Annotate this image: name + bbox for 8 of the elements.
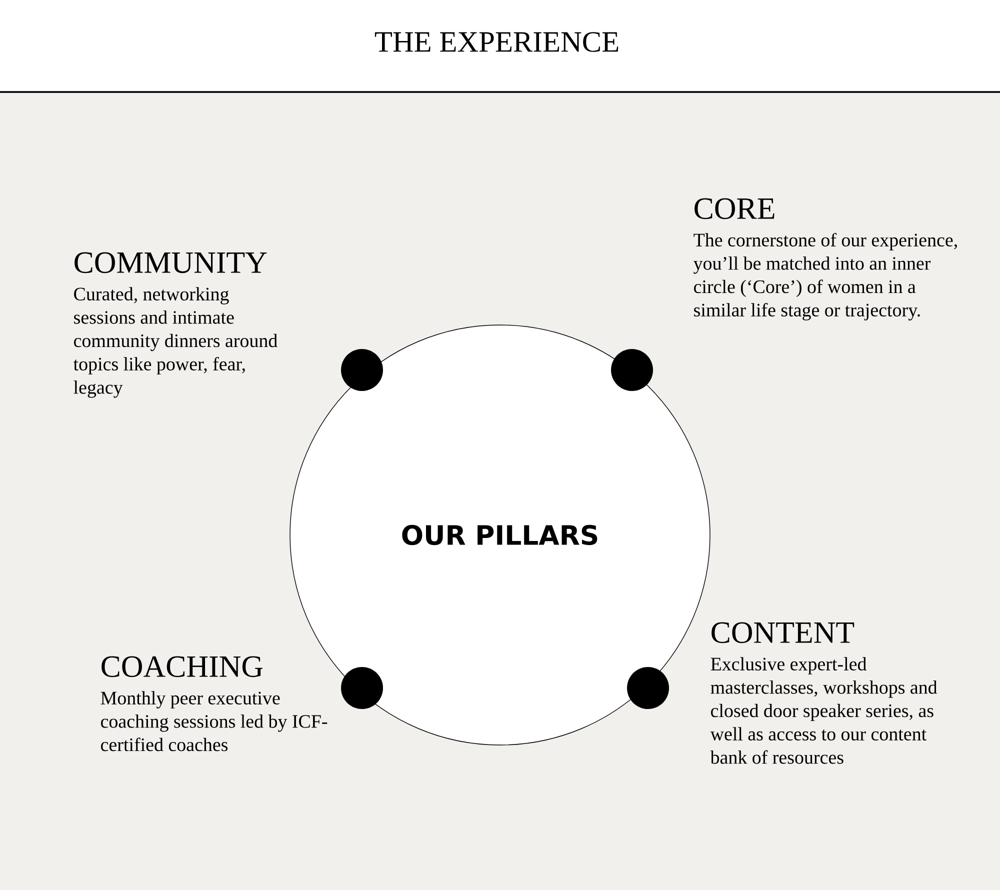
pillar-heading: COACHING xyxy=(102,656,263,678)
pillar-heading: CONTENT xyxy=(712,622,854,644)
pillar-heading: COMMUNITY xyxy=(74,252,267,274)
title: THE EXPERIENCE xyxy=(374,32,618,52)
pillar-description: Exclusive expert-led masterclasses, workshops and closed door speaker series, as well as access to our content bank of resources xyxy=(710,657,938,764)
pillar-heading: CORE xyxy=(694,198,774,220)
pillar-description: The cornerstone of our experience, you’ll be matched into an inner circle (‘Core’) of women in a similar life stage or trajectory. xyxy=(694,232,957,320)
pillar-description: Curated, networking sessions and intimate community dinners around topics like power, fear, legacy xyxy=(73,287,278,398)
